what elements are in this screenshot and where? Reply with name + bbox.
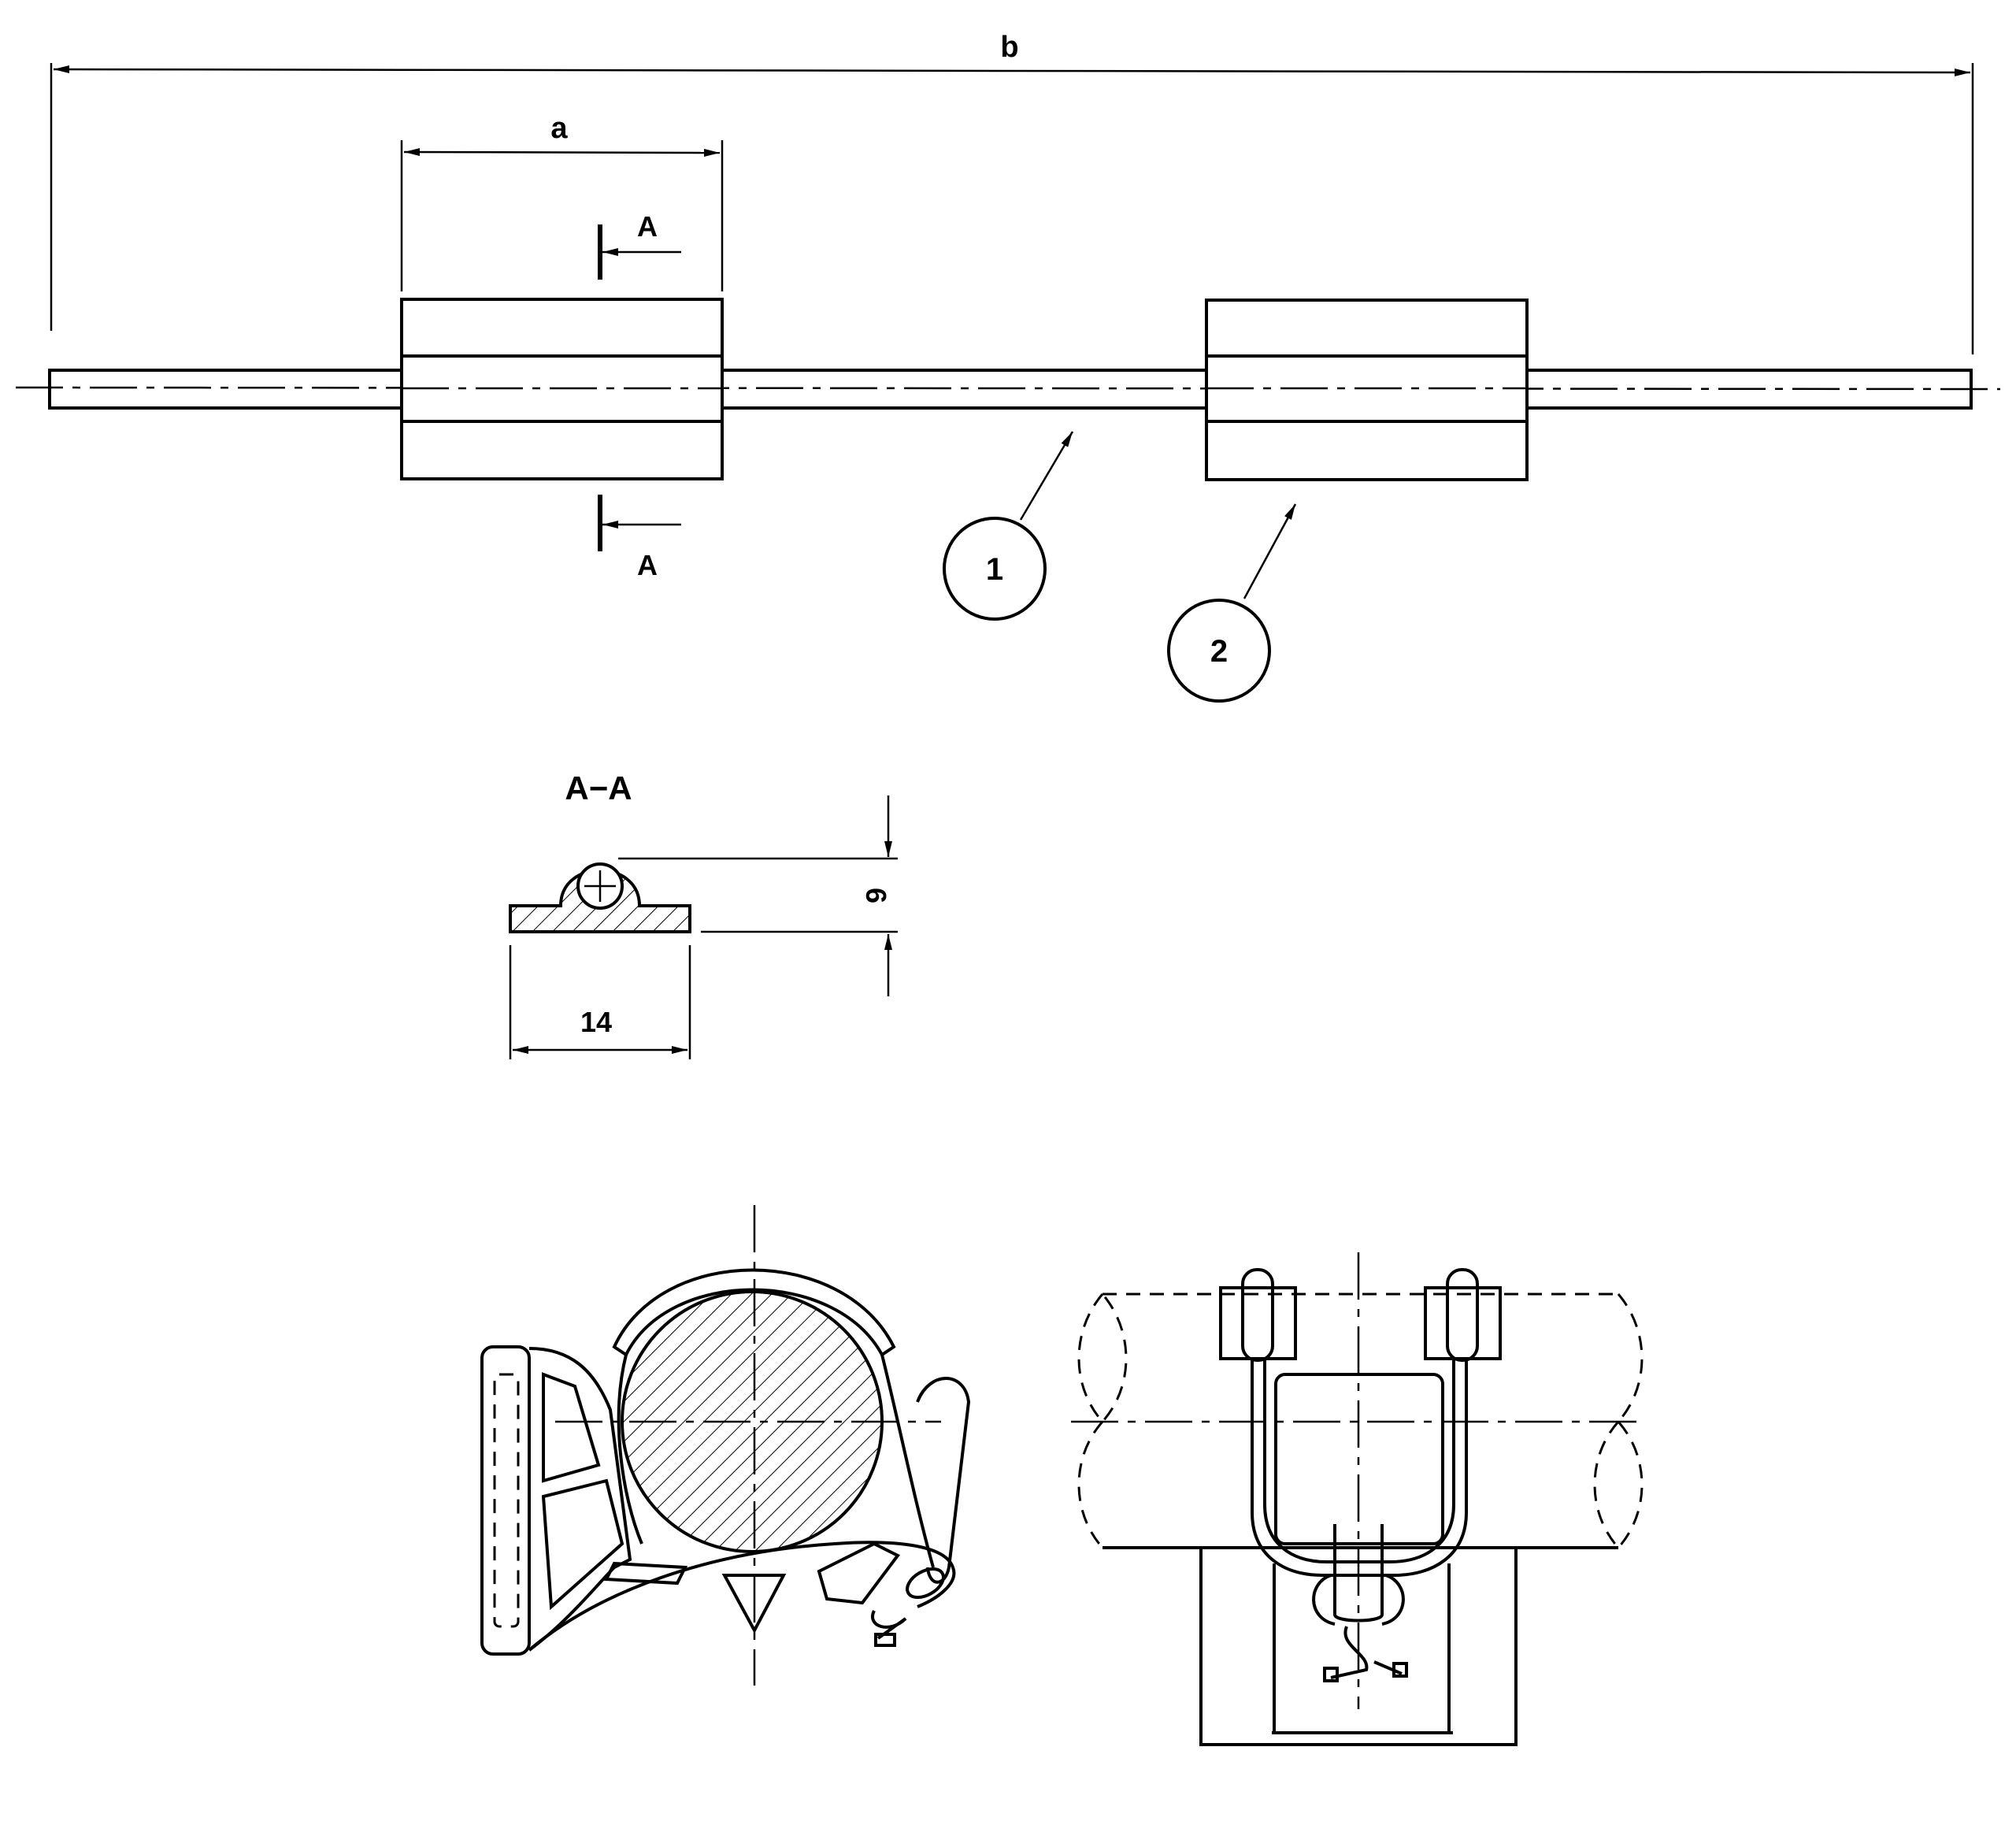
terminal-right: [1424, 1268, 1502, 1362]
clamp-side-view: [480, 1205, 971, 1686]
dim-a-label: a: [550, 112, 568, 145]
dim-6-label: 6: [860, 888, 892, 903]
callout-2: 2: [1167, 503, 1297, 703]
dim-a-line: [403, 148, 721, 157]
section-letter-top: A: [637, 210, 658, 243]
rod-assembly-view: b a A A: [15, 31, 2001, 703]
clamp-front-view: [1071, 1252, 1646, 1746]
dim-b-label: b: [1000, 31, 1018, 64]
front-plate: [1199, 1548, 1518, 1746]
clamp-wire-left: [617, 1354, 643, 1545]
callout-2-number: 2: [1210, 634, 1228, 669]
spacer-left: [400, 298, 724, 480]
rod-centerline: [15, 386, 2001, 391]
section-letter-bottom: A: [637, 549, 658, 581]
clamp-bracket: [1274, 1373, 1444, 1545]
clamp-wire-right: [880, 1354, 935, 1568]
dim-14-label: 14: [580, 1006, 612, 1038]
terminal-left: [1219, 1268, 1297, 1362]
mounting-plate: [480, 1345, 531, 1656]
section-a-a-view: A−A 6 14: [509, 770, 898, 1059]
clamp-saddle: [612, 1268, 896, 1357]
callout-1: 1: [943, 431, 1074, 621]
section-mark-top: A: [598, 210, 681, 280]
dim-b-line: [53, 65, 1971, 76]
section-mark-bottom: A: [598, 495, 681, 581]
section-title: A−A: [565, 770, 632, 807]
callout-1-number: 1: [986, 552, 1003, 587]
spacer-right: [1205, 299, 1529, 481]
